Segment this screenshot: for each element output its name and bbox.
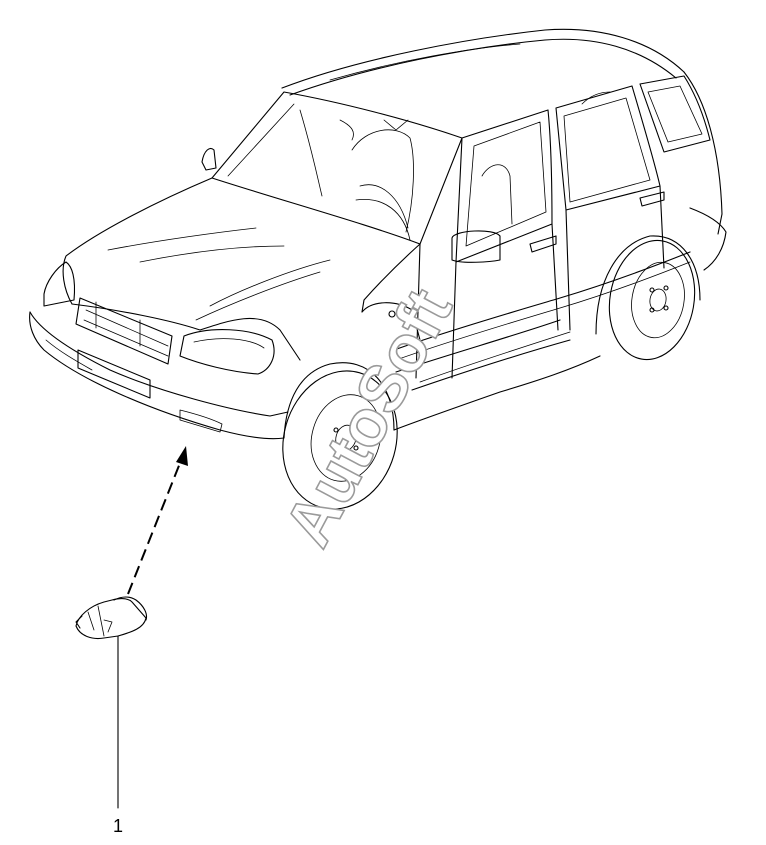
grille [75,297,173,365]
sill [393,355,601,431]
side-mirror [451,230,501,263]
roof [281,28,685,96]
front-fascia [43,261,275,375]
watermark: AutoSoft [270,277,466,558]
windshield [211,91,463,245]
hood [62,177,421,361]
antenna-mount [201,147,217,171]
vehicle-illustration [29,28,727,510]
front-bumper [29,311,289,440]
front-wheel [282,362,398,510]
rear-door-handle [639,191,665,207]
bulb-part [75,596,148,640]
headlight [179,329,275,375]
rear-quarter [639,71,727,271]
callout-number-1: 1 [113,816,123,836]
locator-arrow [127,446,188,595]
rear-wheel [595,235,701,361]
front-door [451,109,559,379]
rear-door [555,85,665,331]
front-door-handle [529,235,557,253]
side-body [361,243,691,391]
